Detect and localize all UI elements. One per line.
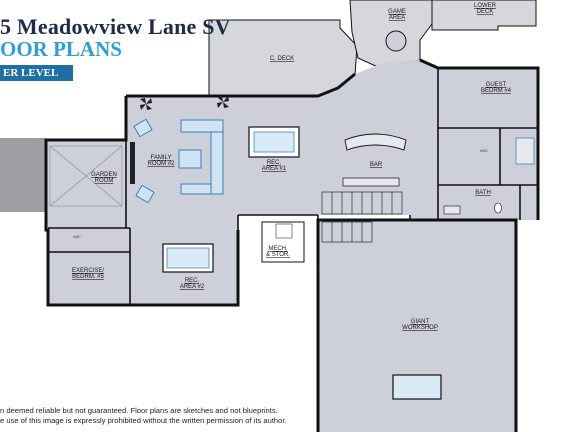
disclaimer-line-1: n deemed reliable but not guaranteed. Fl…: [0, 406, 278, 415]
lower-deck-floor: [431, 0, 537, 31]
game-table: [385, 30, 407, 52]
workbench: [392, 374, 442, 400]
label-wic-left: WIC: [73, 234, 81, 239]
level-badge: ER LEVEL: [0, 65, 73, 81]
label-bar: BAR: [370, 162, 383, 168]
label-rec-area-1: REC.AREA #1: [262, 160, 287, 172]
bath-vanity: [443, 205, 461, 215]
label-exercise-bedrm: EXERCISE/BEDRM. #5: [72, 268, 105, 280]
bar-counter: [344, 133, 407, 151]
guest-desk: [515, 137, 535, 165]
armchairs: [133, 118, 155, 204]
bar-back-counter: [342, 177, 400, 187]
label-c-deck: C. DECK: [270, 56, 294, 62]
label-wic-right: WIC: [480, 148, 488, 153]
stairs: [321, 191, 403, 243]
garden-room-lines: [49, 145, 123, 207]
tv-console: [130, 142, 135, 184]
mech-room: [261, 221, 305, 263]
patio-slab: [0, 138, 46, 212]
page-subtitle: OOR PLANS: [0, 37, 122, 61]
label-rec-area-2: REC.AREA #2: [180, 278, 205, 290]
workshop-floor: [318, 220, 516, 432]
water-heater: [275, 223, 293, 239]
interior-walls: [48, 68, 538, 305]
page-title: 5 Meadowview Lane SV: [0, 14, 231, 39]
sectional-sofa: [178, 119, 224, 195]
toilet: [494, 202, 502, 214]
ceiling-fan-icon: [140, 96, 229, 110]
label-bath: BATH: [475, 190, 491, 196]
label-mech-stor: MECH.& STOR.: [266, 246, 290, 258]
disclaimer: n deemed reliable but not guaranteed. Fl…: [0, 406, 320, 426]
disclaimer-line-2: e use of this image is expressly prohibi…: [0, 416, 287, 425]
